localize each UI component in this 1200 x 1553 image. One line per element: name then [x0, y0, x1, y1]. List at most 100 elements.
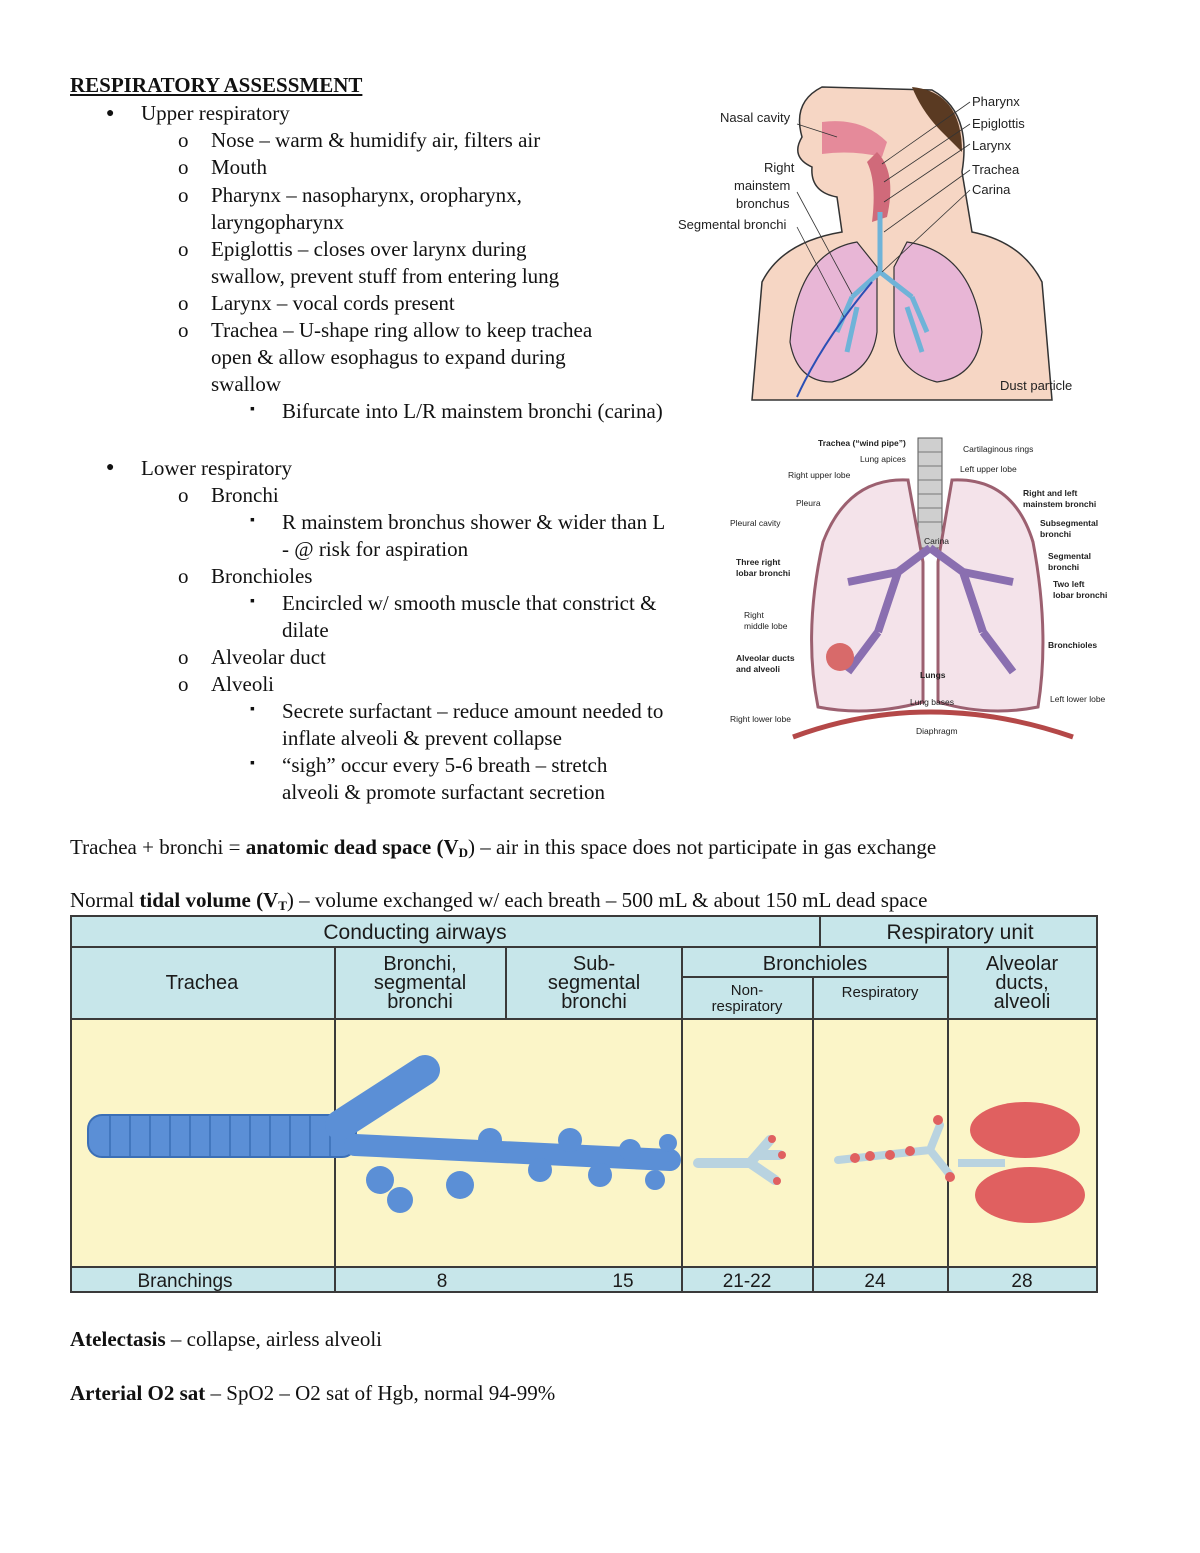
fig2-label: Pleural cavity [730, 518, 781, 528]
bullet-circle: o [178, 318, 189, 342]
branchings-value: 15 [612, 1271, 633, 1292]
pharynx-shape [867, 152, 891, 222]
bullet-circle: o [178, 564, 189, 588]
text-run: ) – volume exchanged w/ each breath – 50… [286, 888, 928, 912]
note-line: R mainstem bronchus shower & wider than … [282, 510, 666, 534]
fig2-label: Two left [1053, 579, 1085, 589]
note-line: Trachea – U-shape ring allow to keep tra… [211, 318, 593, 342]
page-title: RESPIRATORY ASSESSMENT [70, 73, 363, 97]
col-alveolar: Alveolar [986, 953, 1059, 975]
alveoli-cluster [826, 643, 854, 671]
note-line: Bronchi [211, 483, 279, 507]
fig1-label: bronchus [736, 196, 790, 211]
col-subsegmental: Sub- [573, 953, 615, 975]
fig2-label: Lung bases [910, 697, 954, 707]
text-run: – collapse, airless alveoli [165, 1327, 382, 1351]
note-line: Epiglottis – closes over larynx during [211, 237, 527, 261]
branchings-value: 28 [1011, 1271, 1032, 1292]
bullet-square: ▪ [250, 513, 255, 528]
col-subsegmental: bronchi [561, 991, 627, 1013]
text-run: Normal [70, 888, 140, 912]
fig2-label: Right and left [1023, 488, 1077, 498]
alveoli-illustration [958, 1102, 1085, 1223]
fig2-label: Lung apices [860, 454, 906, 464]
subscript: D [458, 845, 468, 860]
dead-space-line: Trachea + bronchi = anatomic dead space … [70, 834, 936, 866]
fig2-label: Left lower lobe [1050, 694, 1106, 704]
term-tidal-volume: tidal volume (V [139, 888, 279, 912]
fig1-label: Trachea [972, 162, 1020, 177]
col-respiratory: Respiratory [842, 984, 919, 1001]
bronchiole-illustration [693, 1135, 786, 1185]
fig1-label: Epiglottis [972, 116, 1025, 131]
bullet-disc: ● [106, 460, 115, 475]
trachea-shape [917, 437, 943, 549]
note-line: - @ risk for aspiration [282, 537, 469, 561]
fig2-label: bronchi [1040, 529, 1071, 539]
bullet-circle: o [178, 645, 189, 669]
group-respiratory-unit: Respiratory unit [886, 921, 1033, 944]
fig2-label: Trachea (“wind pipe”) [818, 438, 906, 448]
col-alveolar: ducts, [995, 972, 1048, 994]
bullet-circle: o [178, 183, 189, 207]
text-run: Trachea + bronchi = [70, 835, 246, 859]
atelectasis-line: Atelectasis – collapse, airless alveoli [70, 1326, 382, 1353]
table-header-bg [70, 915, 1098, 1019]
col-alveolar: alveoli [994, 991, 1051, 1013]
text-run: ) – air in this space does not participa… [468, 835, 937, 859]
note-line: open & allow esophagus to expand during [211, 345, 566, 369]
o2-sat-line: Arterial O2 sat – SpO2 – O2 sat of Hgb, … [70, 1380, 555, 1407]
bullet-circle: o [178, 155, 189, 179]
fig1-label: Nasal cavity [720, 110, 791, 125]
fig1-label: Carina [972, 182, 1011, 197]
table-footer-bg [70, 1267, 1098, 1293]
fig2-label: Lungs [920, 670, 946, 680]
fig2-label: Pleura [796, 498, 821, 508]
nasal-cavity-shape [822, 121, 887, 157]
lower-respiratory-heading: Lower respiratory [141, 456, 293, 480]
note-line: swallow, prevent stuff from entering lun… [211, 264, 560, 288]
note-line: alveoli & promote surfactant secretion [282, 780, 606, 804]
fig2-label: Right [744, 610, 764, 620]
note-line: laryngopharynx [211, 210, 344, 234]
respiratory-bronchiole-illustration [834, 1115, 955, 1182]
fig2-label: Three right [736, 557, 781, 567]
fig2-label: Carina [924, 536, 949, 546]
fig2-label: and alveoli [736, 664, 780, 674]
note-line: Encircled w/ smooth muscle that constric… [282, 591, 657, 615]
fig1-label: Larynx [972, 138, 1012, 153]
bullet-square: ▪ [250, 594, 255, 609]
fig1-label: Right [764, 160, 795, 175]
col-trachea: Trachea [166, 972, 240, 994]
dust-path [796, 281, 873, 398]
bullet-circle: o [178, 128, 189, 152]
airway-illustration [87, 1055, 681, 1213]
fig2-label: Bronchioles [1048, 640, 1097, 650]
fig2-label: Diaphragm [916, 726, 958, 736]
note-line: dilate [282, 618, 329, 642]
note-line: Alveolar duct [211, 645, 326, 669]
subscript: T [278, 898, 287, 913]
col-bronchi: segmental [374, 972, 466, 994]
fig2-label: mainstem bronchi [1023, 499, 1096, 509]
fig2-label: Segmental [1048, 551, 1091, 561]
fig2-label: middle lobe [744, 621, 788, 631]
fig1-label: Pharynx [972, 94, 1020, 109]
bullet-square: ▪ [250, 702, 255, 717]
airway-branching-table: Conducting airways Respiratory unit Trac… [70, 915, 1098, 1293]
fig2-label: Cartilaginous rings [963, 444, 1033, 454]
right-lung-shape [810, 478, 925, 713]
diaphragm-shape [792, 709, 1074, 740]
fig2-label: lobar bronchi [1053, 590, 1107, 600]
note-line: Secrete surfactant – reduce amount neede… [282, 699, 664, 723]
fig2-label: Right lower lobe [730, 714, 791, 724]
note-line: Bifurcate into L/R mainstem bronchi (car… [282, 399, 663, 423]
note-line: Larynx – vocal cords present [211, 291, 455, 315]
col-nonrespiratory: respiratory [712, 998, 783, 1015]
note-line: Mouth [211, 155, 268, 179]
col-bronchioles: Bronchioles [763, 953, 868, 975]
col-nonrespiratory: Non- [731, 982, 764, 999]
bullet-square: ▪ [250, 756, 255, 771]
term-arterial-o2-sat: Arterial O2 sat [70, 1381, 206, 1405]
col-subsegmental: segmental [548, 972, 640, 994]
